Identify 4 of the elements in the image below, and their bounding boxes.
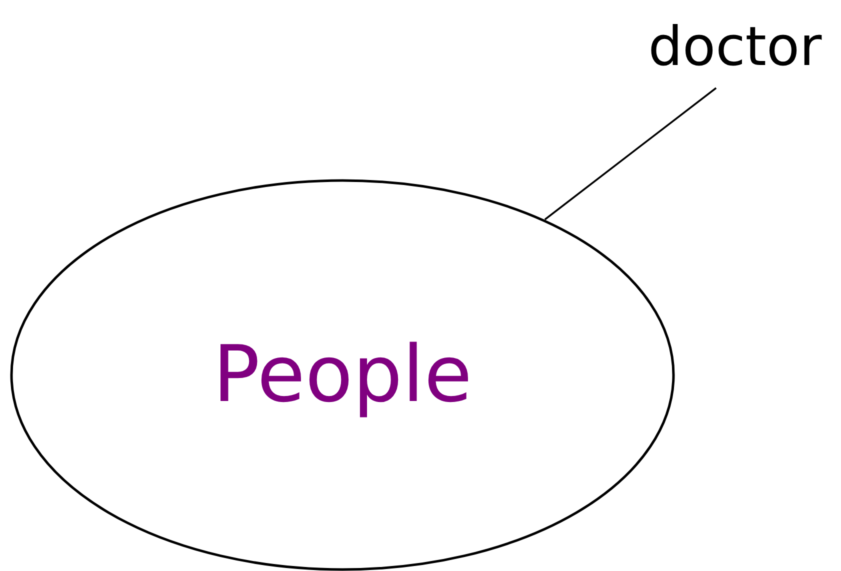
leader-line [544,87,717,220]
node-label: People [212,330,472,420]
callout-label: doctor [648,14,822,78]
ellipse-shape [10,179,675,571]
